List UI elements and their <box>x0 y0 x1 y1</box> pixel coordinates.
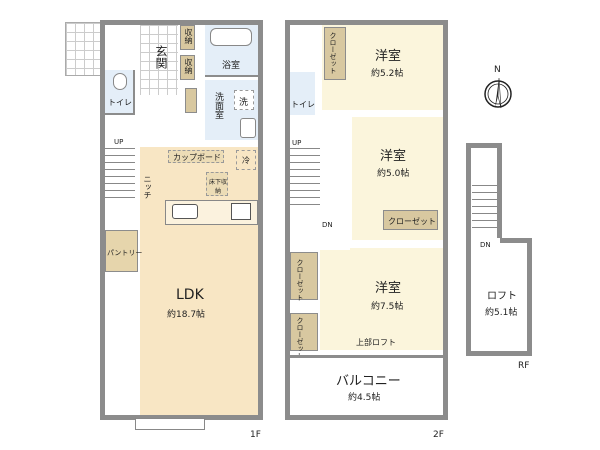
underfloor-label: 床下収納 <box>208 179 227 195</box>
rf-label: RF <box>518 361 530 371</box>
bathtub-icon <box>210 28 252 46</box>
room-1-closet-label: クローゼット <box>329 32 337 74</box>
stairs-1f <box>105 148 135 203</box>
washer-space: 洗 <box>234 90 254 110</box>
floor2-label: 2F <box>433 430 444 440</box>
toilet-2f: トイレ <box>290 72 315 115</box>
closet-a: クローゼット <box>290 252 318 301</box>
window-1f <box>135 418 205 430</box>
room-2-closet-label: クローゼット <box>388 217 436 226</box>
room-2-label: 洋室 <box>380 149 407 164</box>
kitchen-sink-icon <box>172 204 198 219</box>
balcony <box>290 355 443 415</box>
room-1-size: 約5.2帖 <box>371 69 404 79</box>
fridge-label: 冷 <box>242 156 250 165</box>
stairs-2f-up: UP <box>292 139 302 147</box>
cupboard: カップボード <box>168 150 224 163</box>
loft-above-label: 上部ロフト <box>356 338 396 347</box>
room-3-label: 洋室 <box>375 281 402 296</box>
underfloor-storage: 床下収納 <box>206 172 228 196</box>
washer-label: 洗 <box>239 98 249 108</box>
stairs-2f <box>290 148 320 208</box>
sink-icon <box>240 118 256 138</box>
cupboard-label: カップボード <box>173 153 221 162</box>
room-3-size: 約7.5帖 <box>371 302 404 312</box>
entrance-label: 玄関 <box>154 45 168 69</box>
storage-2: 収納 <box>180 55 195 80</box>
room-3-alcove <box>320 250 350 350</box>
loft-stairs <box>472 185 497 230</box>
compass-icon <box>484 78 512 109</box>
pantry: パントリー <box>105 230 142 272</box>
stairs-up-label: UP <box>114 138 124 146</box>
stairs-2f-dn: DN <box>322 221 333 229</box>
loft-size: 約5.1帖 <box>485 308 518 318</box>
entrance <box>140 25 178 95</box>
ldk <box>140 147 258 415</box>
room-1-closet: クローゼット <box>324 27 346 80</box>
stove-icon <box>231 203 251 220</box>
loft-stairs-dn: DN <box>480 241 491 249</box>
storage-2-label: 収納 <box>184 58 193 74</box>
loft-wall <box>500 238 532 243</box>
compass-north: N <box>494 65 501 75</box>
balcony-label: バルコニー <box>336 374 401 389</box>
toilet-label: トイレ <box>108 98 132 107</box>
room-2-size: 約5.0帖 <box>377 169 410 179</box>
ldk-size: 約18.7帖 <box>167 310 206 320</box>
storage-1: 収納 <box>180 25 195 50</box>
closet-a-label: クローゼット <box>296 259 304 301</box>
toilet-icon <box>113 73 127 90</box>
closet-b: クローゼット <box>290 313 318 359</box>
storage-1-label: 収納 <box>184 28 193 44</box>
bath-label: 浴室 <box>222 61 241 71</box>
storage-3 <box>185 88 197 113</box>
ldk-label: LDK <box>176 287 204 303</box>
toilet-2f-label: トイレ <box>291 100 315 109</box>
closet-b-label: クローゼット <box>296 317 304 359</box>
pantry-label: パントリー <box>107 249 143 257</box>
niche-label: ニッチ <box>143 175 152 199</box>
balcony-size: 約4.5帖 <box>348 393 381 403</box>
entrance-porch <box>65 22 103 76</box>
loft-lower <box>466 238 532 356</box>
room-2-closet: クローゼット <box>383 210 438 230</box>
room-1-label: 洋室 <box>375 49 402 64</box>
washroom-label: 洗面室 <box>213 92 223 119</box>
loft-label: ロフト <box>487 291 517 302</box>
floor1-label: 1F <box>250 430 261 440</box>
fridge-space: 冷 <box>236 150 256 170</box>
room-3 <box>350 248 443 350</box>
